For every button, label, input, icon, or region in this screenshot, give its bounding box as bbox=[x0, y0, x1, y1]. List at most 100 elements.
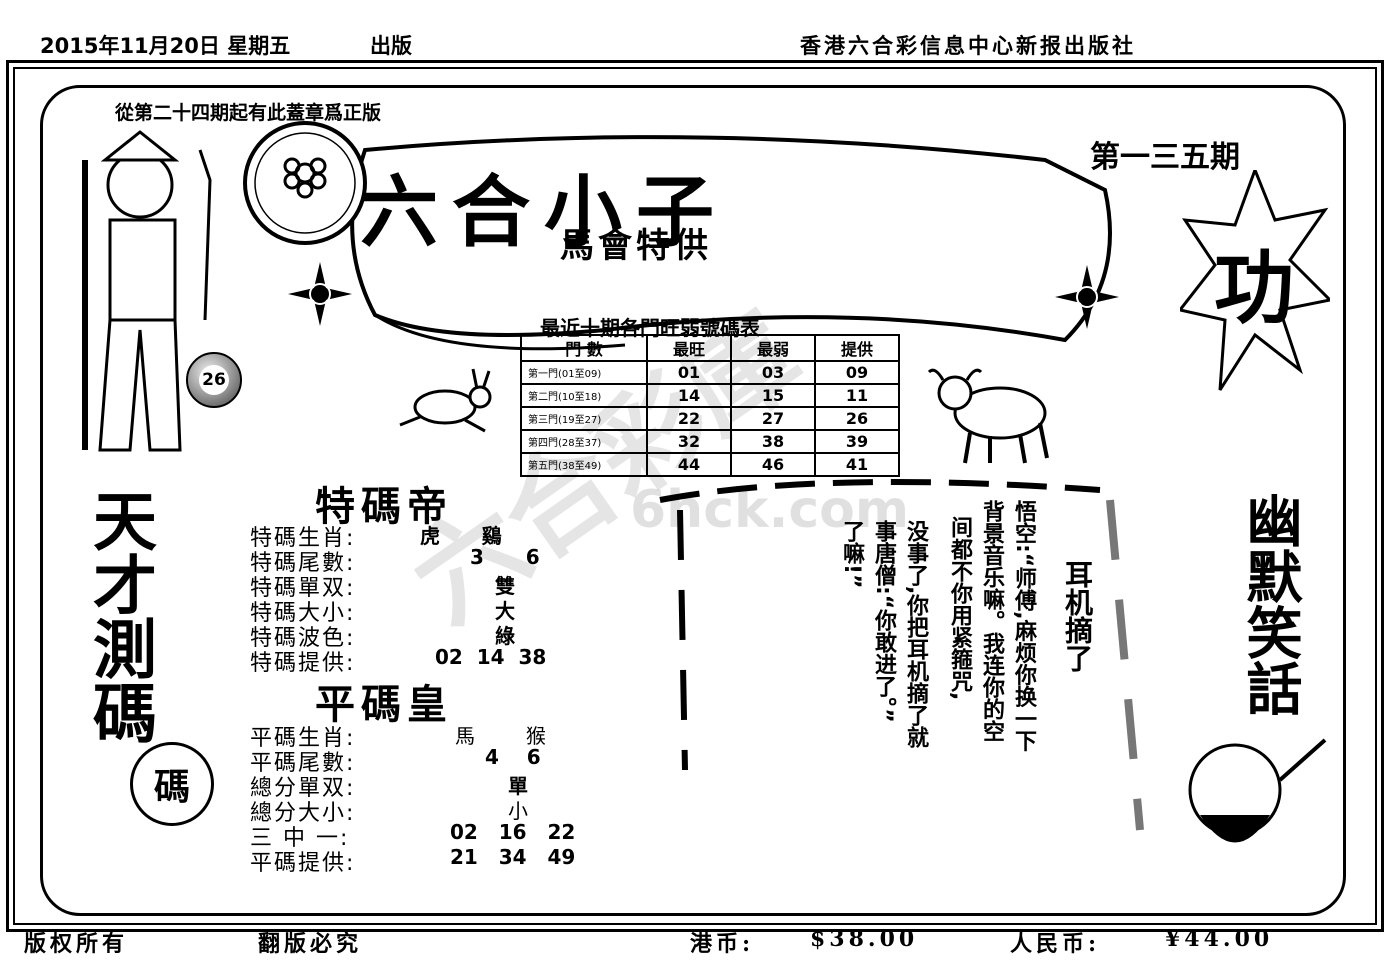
story-side-caption: 耳机摘了 bbox=[1061, 560, 1094, 672]
pingma-value: 21 34 49 bbox=[450, 845, 576, 869]
table-cell: 38 bbox=[730, 429, 816, 454]
pingma-list: 平碼生肖: 馬 猴 平碼尾數: 4 6 總分單双: 單 總分大小: 小 三 中 … bbox=[250, 720, 575, 876]
table-row: 第三門(19至27) 22 27 26 bbox=[520, 406, 900, 431]
story-col: 没事了,你把耳机摘了就 bbox=[903, 520, 928, 749]
tema-value: 3 6 bbox=[470, 545, 540, 569]
right-burst-text: 功 bbox=[1214, 241, 1294, 335]
list-item: 平碼提供: 21 34 49 bbox=[250, 845, 575, 876]
tema-title: 特碼帝 bbox=[315, 483, 453, 530]
tema-value: 02 14 38 bbox=[435, 645, 547, 669]
tema-label: 特碼波色: bbox=[250, 626, 356, 651]
table-header-row: 門 數 最旺 最弱 提供 bbox=[520, 334, 900, 362]
pingma-value: 馬 猴 bbox=[455, 724, 546, 748]
table-cell: 01 bbox=[646, 360, 732, 385]
table-cell: 11 bbox=[814, 383, 900, 408]
pingma-value: 4 6 bbox=[485, 745, 541, 769]
copyright-text: 版权所有 bbox=[24, 931, 129, 957]
list-item: 平碼生肖: 馬 猴 bbox=[250, 720, 546, 751]
table-cell: 第五門(38至49) bbox=[520, 452, 648, 477]
list-item: 特碼提供: 02 14 38 bbox=[250, 645, 546, 676]
ball-number: 26 bbox=[199, 365, 229, 395]
pingma-value: 小 bbox=[508, 799, 528, 823]
table-cell: 46 bbox=[730, 452, 816, 477]
table-cell: 27 bbox=[730, 406, 816, 431]
table-header: 最旺 bbox=[646, 334, 732, 362]
tema-label: 特碼大小: bbox=[250, 601, 356, 626]
rabbit-icon bbox=[399, 368, 492, 433]
compass-star-icon bbox=[1055, 265, 1119, 329]
hk-price-label: 港币: bbox=[690, 931, 755, 957]
table-cell: 41 bbox=[814, 452, 900, 477]
tema-value: 大 bbox=[495, 599, 515, 623]
pirate-cartoon-icon bbox=[1188, 738, 1327, 843]
table-cell: 15 bbox=[730, 383, 816, 408]
outer-border bbox=[6, 60, 1384, 932]
list-item: 總分單双: 單 bbox=[250, 770, 528, 801]
table-cell: 44 bbox=[646, 452, 732, 477]
pingma-label: 平碼提供: bbox=[250, 851, 356, 876]
humor-title: 幽默笑話 bbox=[1237, 492, 1303, 716]
table-header: 門 數 bbox=[520, 334, 648, 362]
tema-value: 虎 鷄 bbox=[420, 524, 502, 548]
burst-icon bbox=[1180, 170, 1330, 391]
table-cell: 第三門(19至27) bbox=[520, 406, 648, 431]
table-row: 第二門(10至18) 14 15 11 bbox=[520, 383, 900, 408]
list-item: 三 中 一: 02 16 22 bbox=[250, 820, 575, 851]
watermark-url: 6hck.com bbox=[630, 480, 910, 540]
table-row: 第一門(01至09) 01 03 09 bbox=[520, 360, 900, 385]
issue-number: 第一三五期 bbox=[1090, 140, 1240, 175]
table-header: 最弱 bbox=[730, 334, 816, 362]
story-col: 悟空:“师傅,麻烦你换一下 bbox=[1011, 500, 1036, 752]
story-col: 间都不你用紧箍咒, bbox=[947, 516, 972, 701]
tema-label: 特碼單双: bbox=[250, 576, 356, 601]
pingma-label: 總分大小: bbox=[250, 801, 356, 826]
inner-frame bbox=[40, 85, 1346, 916]
compass-star-icon bbox=[288, 262, 352, 326]
official-seal-icon bbox=[243, 121, 367, 245]
hot-cold-table: 門 數 最旺 最弱 提供 第一門(01至09) 01 03 09 第二門(10至… bbox=[520, 334, 900, 477]
table-cell: 39 bbox=[814, 429, 900, 454]
table-cell: 14 bbox=[646, 383, 732, 408]
tema-value: 綠 bbox=[495, 624, 515, 648]
list-item: 特碼單双: 雙 bbox=[250, 570, 515, 601]
hk-price: $38.00 bbox=[810, 926, 919, 952]
rmb-price: ¥44.00 bbox=[1165, 926, 1274, 952]
table-cell: 22 bbox=[646, 406, 732, 431]
list-item: 平碼尾數: 4 6 bbox=[250, 745, 541, 776]
tema-label: 特碼尾數: bbox=[250, 551, 356, 576]
list-item: 總分大小: 小 bbox=[250, 795, 528, 826]
tema-label: 特碼提供: bbox=[250, 651, 356, 676]
pingma-value: 02 16 22 bbox=[450, 820, 576, 844]
rmb-price-label: 人民币: bbox=[1010, 931, 1101, 957]
tema-value: 雙 bbox=[495, 574, 515, 598]
table-cell: 09 bbox=[814, 360, 900, 385]
pingma-value: 單 bbox=[508, 774, 528, 798]
list-item: 特碼生肖: 虎 鷄 bbox=[250, 520, 502, 551]
table-cell: 32 bbox=[646, 429, 732, 454]
pingma-label: 總分單双: bbox=[250, 776, 356, 801]
piracy-text: 翻版必究 bbox=[258, 931, 363, 957]
pingma-label: 三 中 一: bbox=[250, 826, 350, 851]
table-cell: 第四門(28至37) bbox=[520, 429, 648, 454]
hunter-cartoon-icon bbox=[82, 130, 212, 452]
publisher-name: 香港六合彩信息中心新报出版社 bbox=[800, 33, 1136, 58]
left-side-title: 天才測碼 bbox=[82, 488, 157, 744]
story-col: 了嘛!” bbox=[839, 520, 864, 589]
main-title: 六合小子 bbox=[360, 167, 729, 258]
table-cell: 第一門(01至09) bbox=[520, 360, 648, 385]
pingma-title: 平碼皇 bbox=[315, 681, 453, 728]
table-cell: 第二門(10至18) bbox=[520, 383, 648, 408]
list-item: 特碼大小: 大 bbox=[250, 595, 515, 626]
story-col: 事唐僧:“你敢进了。” bbox=[871, 520, 896, 723]
table-cell: 03 bbox=[730, 360, 816, 385]
pingma-label: 平碼尾數: bbox=[250, 751, 356, 776]
list-item: 特碼波色: 綠 bbox=[250, 620, 515, 651]
tema-list: 特碼生肖: 虎 鷄 特碼尾數: 3 6 特碼單双: 雙 特碼大小: 大 特碼波色… bbox=[250, 520, 546, 676]
table-row: 第五門(38至49) 44 46 41 bbox=[520, 452, 900, 477]
ma-badge: 碼 bbox=[130, 742, 214, 826]
pingma-label: 平碼生肖: bbox=[250, 726, 356, 751]
authenticity-note: 從第二十四期起有此蓋章爲正版 bbox=[115, 102, 382, 124]
sub-title: 馬會特供 bbox=[560, 226, 712, 266]
list-item: 特碼尾數: 3 6 bbox=[250, 545, 540, 576]
title-ribbon bbox=[350, 135, 1112, 351]
